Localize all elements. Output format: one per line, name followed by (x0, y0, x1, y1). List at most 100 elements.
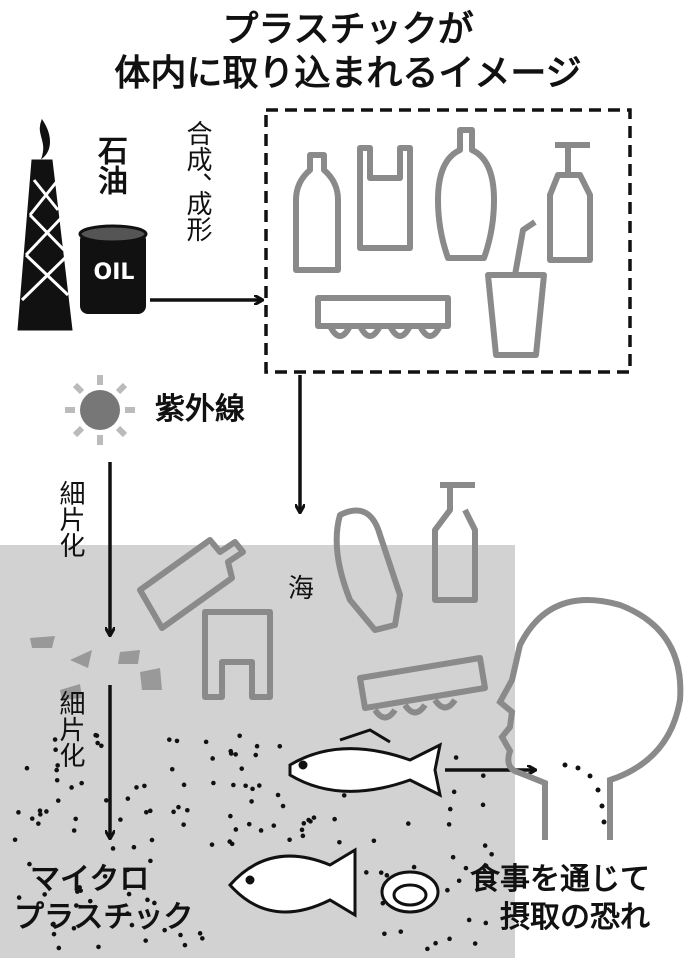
microplastic-dot (166, 737, 172, 742)
floating-detergent-icon (333, 507, 403, 633)
microplastic-dot (489, 852, 494, 857)
oil-derrick-icon (17, 118, 73, 331)
microplastic-dot (450, 854, 456, 860)
microplastic-dot (209, 842, 215, 847)
microplastic-dot (233, 827, 239, 832)
microplastic-dot (211, 780, 216, 786)
microplastic-dot (152, 900, 157, 906)
microplastic-dot (125, 796, 131, 801)
oil-barrel-text: OIL (93, 260, 135, 285)
microplastic-dot (74, 903, 79, 908)
microplastic-dot (94, 733, 100, 738)
microplastic-dot (280, 803, 286, 809)
microplastic-dot (237, 733, 242, 739)
sun-icon (65, 375, 135, 445)
microplastic-dot (71, 828, 77, 833)
microplastic-dot (200, 936, 205, 941)
egg-carton-icon (315, 295, 451, 339)
microplastic-dot (277, 744, 283, 749)
microplastic-dot (456, 878, 462, 884)
microplastic-dot (29, 816, 35, 821)
microplastic-dot (54, 767, 59, 773)
microplastic-dot (445, 887, 450, 893)
microplastic-dot (79, 780, 84, 786)
pet-bottle-icon (293, 152, 341, 273)
microplastic-dot (275, 792, 281, 798)
microplastic-dot (337, 839, 342, 845)
microplastic-dot (301, 821, 307, 826)
floating-spray-icon (432, 482, 478, 603)
fragment-label-1: 細片化 (55, 480, 85, 558)
microplastic-dot (181, 782, 187, 788)
microplastic-dot (143, 938, 148, 943)
microplastic-dot (95, 740, 100, 746)
microplastic-dot (50, 922, 56, 927)
microplastic-dot (253, 752, 259, 758)
microplastic-dot (176, 804, 181, 810)
microplastic-dot (16, 810, 21, 815)
microplastic-dot (311, 815, 317, 820)
microplastic-dot (239, 766, 245, 771)
microplastic-dot (44, 809, 49, 814)
microplastic-dot (300, 833, 306, 839)
microplastic-dots (12, 732, 494, 952)
microplastic-dot (148, 858, 153, 864)
microplastic-dot (480, 802, 486, 808)
microplastic-dot (131, 844, 137, 850)
microplastic-dot (203, 739, 209, 745)
intake-dots (562, 762, 607, 825)
microplastic-dot (129, 922, 135, 928)
microplastic-dot (118, 817, 123, 822)
microplastic-dot (27, 861, 32, 867)
microplastic-dot (271, 823, 277, 828)
microplastic-dot (398, 929, 404, 934)
microplastic-dot (256, 783, 262, 788)
cup-with-straw-icon (485, 219, 547, 358)
microplastic-dot (472, 941, 478, 946)
floating-egg-carton-icon (357, 655, 488, 721)
microplastic-dot (446, 822, 452, 827)
microplastic-dot (405, 821, 411, 826)
microplastic-dot (147, 808, 153, 814)
microplastic-dot (54, 777, 60, 783)
microplastic-dot (433, 940, 438, 946)
microplastic-dot (55, 798, 61, 803)
microplastic-dot (425, 946, 430, 952)
spray-bottle-icon (547, 142, 593, 263)
microplastic-dot (447, 936, 452, 942)
microplastic-dot (87, 898, 93, 904)
microplastic-dot (12, 837, 18, 843)
microplastic-dot (171, 809, 176, 815)
microplastic-dot (56, 945, 62, 951)
title-line-2: 体内に取り込まれるイメージ (114, 53, 582, 94)
microplastic-dot (73, 816, 78, 822)
microplastic-dot (306, 817, 311, 823)
microplastic-dot (77, 885, 82, 890)
microplastic-dot (233, 752, 238, 757)
floating-bag-icon (202, 609, 273, 700)
microplastic-dot (463, 865, 469, 871)
microplastic-dot (162, 927, 167, 933)
floating-bottle-icon (137, 537, 246, 631)
fragment-label-2: 細片化 (55, 690, 85, 768)
intake-label-2: 摂取の恐れ (500, 900, 650, 935)
microplastic-dot (451, 789, 457, 795)
microplastic-dot (382, 931, 387, 937)
clam-icon (380, 870, 440, 914)
microplastic-dot (210, 756, 215, 761)
microplastic-dot (246, 821, 252, 827)
microplastic-dot (231, 782, 236, 788)
microplastic-dot (42, 892, 47, 897)
microplastic-dot (134, 785, 139, 790)
microplastic-dot (55, 763, 60, 768)
microplastic-dot (250, 786, 255, 792)
microplastic-dot (178, 932, 183, 938)
microplastic-dot (185, 807, 190, 813)
human-head-icon (496, 597, 684, 840)
microplastic-dot (258, 828, 264, 833)
microplastic-dot (96, 944, 101, 950)
microplastic-dot (341, 793, 347, 798)
microplastic-label-2: プラスチック (14, 900, 194, 935)
